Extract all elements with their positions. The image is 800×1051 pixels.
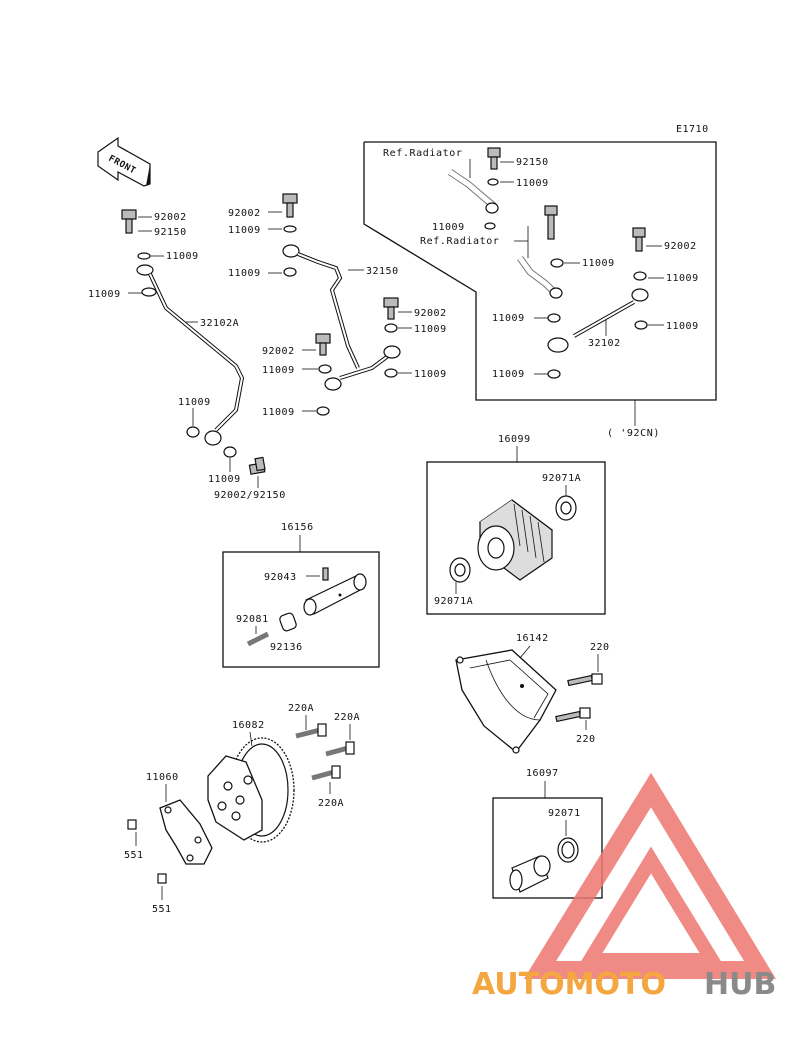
svg-text:11009: 11009 (666, 273, 699, 284)
svg-text:11009: 11009 (166, 251, 199, 262)
svg-text:11009: 11009 (582, 258, 615, 269)
pipe-32102a (121, 209, 266, 475)
svg-text:32150: 32150 (366, 266, 399, 277)
svg-text:92002: 92002 (414, 308, 447, 319)
svg-text:11009: 11009 (228, 225, 261, 236)
svg-text:220: 220 (576, 734, 596, 745)
relief-valve-parts (246, 567, 367, 647)
svg-text:92002: 92002 (154, 212, 187, 223)
valve-box-frame (222, 551, 380, 668)
automotohub-logo (523, 772, 776, 979)
svg-text:11009: 11009 (262, 407, 295, 418)
svg-text:92081: 92081 (236, 614, 269, 625)
svg-text:92071A: 92071A (542, 473, 581, 484)
front-arrow-icon: FRONT (97, 136, 151, 187)
pump-plate (127, 799, 213, 884)
svg-text:16097: 16097 (526, 768, 559, 779)
pipe-32150 (282, 193, 401, 416)
watermark-brand-a: AUTOMOTO (472, 967, 666, 1002)
svg-text:551: 551 (124, 850, 144, 861)
svg-text:92071A: 92071A (434, 596, 473, 607)
svg-text:92136: 92136 (270, 642, 303, 653)
radiator-fitting-lower (484, 205, 564, 299)
relief-box-frame (492, 797, 603, 899)
svg-text:11009: 11009 (228, 268, 261, 279)
ref-radiator-1: Ref.Radiator (383, 148, 462, 159)
svg-text:92002: 92002 (262, 346, 295, 357)
svg-text:11009: 11009 (178, 397, 211, 408)
svg-text:220A: 220A (334, 712, 360, 723)
svg-text:32102A: 32102A (200, 318, 239, 329)
svg-text:11009: 11009 (492, 313, 525, 324)
box-92cn-frame (363, 141, 717, 401)
svg-text:92002: 92002 (228, 208, 261, 219)
filter-box-frame (426, 461, 606, 615)
watermark-brand-b: HUB (704, 967, 776, 1002)
svg-text:92071: 92071 (548, 808, 581, 819)
svg-text:11009: 11009 (414, 324, 447, 335)
svg-text:11009: 11009 (262, 365, 295, 376)
svg-text:32102: 32102 (588, 338, 621, 349)
svg-text:92002/92150: 92002/92150 (214, 490, 286, 501)
diagram-code: E1710 (676, 124, 709, 135)
svg-text:11009: 11009 (414, 369, 447, 380)
svg-text:16082: 16082 (232, 720, 265, 731)
svg-text:92002: 92002 (664, 241, 697, 252)
svg-text:16156: 16156 (281, 522, 314, 533)
svg-text:220: 220 (590, 642, 610, 653)
svg-text:92150: 92150 (154, 227, 187, 238)
svg-text:16099: 16099 (498, 434, 531, 445)
svg-text:11009: 11009 (432, 222, 465, 233)
oil-cover (455, 649, 603, 754)
radiator-fitting-upper (448, 147, 501, 214)
ref-radiator-2: Ref.Radiator (420, 236, 499, 247)
svg-text:11009: 11009 (208, 474, 241, 485)
oil-pump (207, 723, 355, 843)
note-92cn: ( '92CN) (607, 428, 660, 439)
oil-filter (449, 495, 577, 583)
svg-text:11009: 11009 (492, 369, 525, 380)
svg-text:16142: 16142 (516, 633, 549, 644)
svg-text:11009: 11009 (666, 321, 699, 332)
svg-text:11009: 11009 (516, 178, 549, 189)
svg-text:11009: 11009 (88, 289, 121, 300)
svg-text:11060: 11060 (146, 772, 179, 783)
svg-text:220A: 220A (288, 703, 314, 714)
svg-text:220A: 220A (318, 798, 344, 809)
svg-text:92150: 92150 (516, 157, 549, 168)
svg-text:551: 551 (152, 904, 172, 915)
relief-valve (509, 837, 579, 893)
pipe-32102 (547, 288, 649, 353)
svg-text:92043: 92043 (264, 572, 297, 583)
